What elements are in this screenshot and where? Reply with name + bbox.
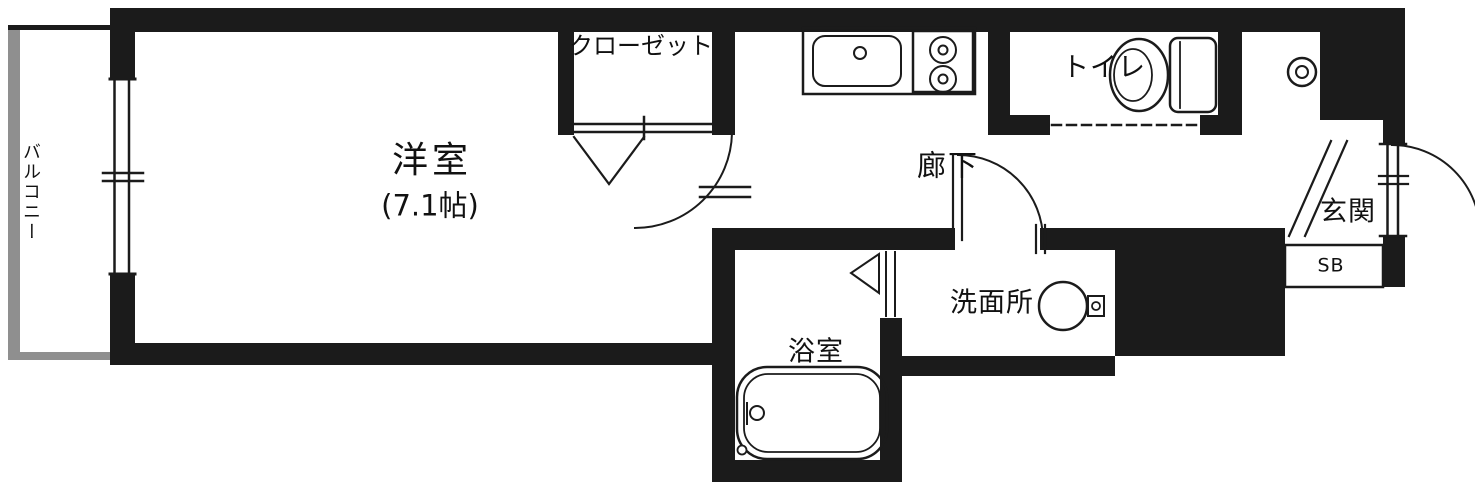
washbasin-bowl [1037,280,1089,332]
western-room-area: (7.1帖) [381,188,479,223]
shoebox-box [1283,243,1385,289]
bathroom-door [849,251,896,317]
balcony-wall-bottom [8,352,110,360]
entrance-step-diagonal [1287,139,1333,238]
wall-right-lower [1383,235,1405,287]
door-swing-arc [956,153,1045,242]
entrance-step-diagonal [1303,139,1349,238]
closet-label: クローゼット [569,32,713,60]
wall-hallway-right [1040,228,1285,250]
walls [8,8,1405,482]
washroom-label: 洗面所 [950,287,1034,319]
washbasin-faucet-dot [1091,301,1101,311]
balcony-wall-left [8,25,20,360]
wall-bathroom-right [880,318,902,482]
wall-bathroom-bottom [712,460,902,482]
bathtub-drain-icon [736,444,748,456]
wall-right-upper [1383,120,1405,145]
bathroom-label: 浴室 [788,336,844,368]
stove-burner-icon [929,36,957,64]
entrance-label: 玄関 [1320,196,1376,228]
bathtub-inner [743,373,881,453]
toilet-room [1050,36,1218,127]
wall-toilet-bottom-left [988,115,1050,135]
entrance-door-swing-arc [1390,143,1475,208]
wall-room-right-lower [712,228,735,482]
balcony-walls [8,25,110,360]
toilet-label: トイレ [1062,52,1146,84]
balcony-window [101,77,145,277]
western-room-label: 洋室 [391,140,473,181]
balcony-label: バルコニー [20,142,41,242]
kitchen-sink [812,35,902,87]
western-room-door [633,131,752,230]
washing-machine-symbol [1286,56,1318,88]
wall-closet-right [712,8,735,135]
washing-machine-inner-circle [1295,65,1309,79]
stove-burner-icon [929,65,957,93]
toilet-bowl-inner [1113,48,1153,102]
pillar-block-lower [1115,250,1285,356]
wall-toilet-left [988,8,1010,135]
washbasin-faucet-icon [1087,295,1105,317]
closet-folding-door-symbol [572,135,646,186]
wall-washroom-bottom [880,356,1115,376]
hallway-label: 廊下 [916,148,980,183]
washbasin [1037,280,1105,332]
closet-door [572,115,714,186]
kitchen-unit [801,26,977,96]
entrance-area [1287,139,1475,238]
stove-burner-icon [937,73,949,85]
wall-hallway-left [735,228,955,250]
wall-left-upper [110,8,135,80]
bathtub-outer [735,365,889,461]
door-swing-arc [633,131,734,230]
stove-burner-icon [937,44,949,56]
kitchen-counter [801,26,977,96]
pillar-block-upper [1320,8,1405,120]
washroom-door [951,153,1047,255]
washing-machine-outer-circle [1286,56,1318,88]
wall-bottom-main [110,343,735,365]
shoebox-label: SB [1317,254,1345,277]
wall-toilet-right [1218,8,1242,135]
door-swing-triangle [849,252,880,295]
fixtures-and-symbols [101,26,1475,461]
wall-top [110,8,1405,32]
wall-closet-left [558,8,574,135]
balcony-wall-top [8,25,110,30]
wall-toilet-bottom-right [1200,115,1218,135]
kitchen-faucet-icon [853,46,867,60]
bathtub [735,365,889,461]
toilet-bowl [1108,37,1170,113]
bathtub-faucet-icon [749,405,765,421]
toilet-tank [1168,36,1218,114]
